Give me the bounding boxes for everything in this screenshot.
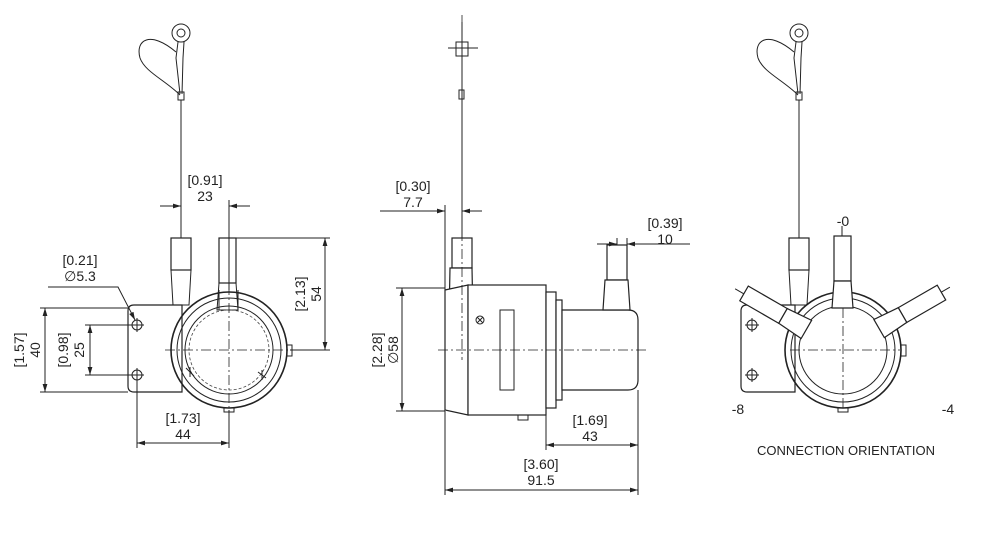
front-view: [0.91] 23 [0.21] ∅5.3 [2.13] 54 [1.57] 4… <box>11 23 330 448</box>
connector-position-top <box>831 226 854 309</box>
dim-cable-exit-offset-inch: [0.91] <box>187 172 222 188</box>
dim-flange-height: [1.57] 40 <box>11 307 128 393</box>
dim-height-mm: 54 <box>308 286 324 302</box>
dim-hole-spacing: [0.98] 25 <box>55 324 130 376</box>
dim-overall-length: [3.60] 91.5 <box>444 411 638 495</box>
dim-body-length-mm: 43 <box>582 428 598 444</box>
side-connector <box>602 244 631 311</box>
dim-cable-offset: [0.30] 7.7 <box>380 178 482 290</box>
dim-connector-offset-mm: 10 <box>657 231 673 247</box>
dim-body-length-inch: [1.69] <box>572 412 607 428</box>
connector-position-left <box>873 284 951 339</box>
dim-diameter: [2.28] ∅58 <box>369 287 445 412</box>
connector-lug <box>216 237 239 311</box>
cable-exit-sleeve <box>170 237 192 306</box>
dim-connector-offset: [0.39] 10 <box>597 215 690 247</box>
dim-cable-offset-mm: 7.7 <box>403 194 423 210</box>
dim-mount-hole: [0.21] ∅5.3 <box>48 252 136 321</box>
side-cable <box>448 22 478 238</box>
orientation-flange <box>740 304 796 393</box>
dim-hole-spacing-inch: [0.98] <box>55 332 71 367</box>
dim-hole-to-center-mm: 44 <box>175 426 191 442</box>
orientation-label-top: -0 <box>837 213 850 229</box>
dim-cable-offset-inch: [0.30] <box>395 178 430 194</box>
side-view: [0.30] 7.7 [0.39] 10 [2.28] ∅58 [1.69] 4… <box>369 15 690 495</box>
dim-diameter-mm: ∅58 <box>385 336 401 364</box>
orientation-caption: CONNECTION ORIENTATION <box>757 443 935 458</box>
orientation-label-right: -4 <box>942 401 955 417</box>
dim-height: [2.13] 54 <box>236 237 330 351</box>
dim-overall-length-mm: 91.5 <box>527 472 554 488</box>
housing-circles <box>165 285 300 420</box>
orientation-view: -0 -8 -4 CONNECTION ORIENTATION <box>732 23 955 458</box>
dim-mount-hole-mm: ∅5.3 <box>64 268 96 284</box>
mounting-flange <box>127 304 183 393</box>
connector-position-right <box>734 285 813 340</box>
dim-cable-exit-offset: [0.91] 23 <box>160 172 250 290</box>
dim-overall-length-inch: [3.60] <box>523 456 558 472</box>
dim-hole-to-center-inch: [1.73] <box>165 410 200 426</box>
dim-hole-spacing-mm: 25 <box>71 342 87 358</box>
dim-flange-height-mm: 40 <box>27 342 43 358</box>
dim-hole-to-center: [1.73] 44 <box>136 380 230 448</box>
dim-diameter-inch: [2.28] <box>369 332 385 367</box>
orientation-label-left: -8 <box>732 401 745 417</box>
dim-height-inch: [2.13] <box>292 276 308 311</box>
orientation-cable <box>756 23 810 306</box>
dim-flange-height-inch: [1.57] <box>11 332 27 367</box>
dim-cable-exit-offset-mm: 23 <box>197 188 213 204</box>
dim-connector-offset-inch: [0.39] <box>647 215 682 231</box>
dim-body-length: [1.69] 43 <box>545 390 639 495</box>
dim-mount-hole-inch: [0.21] <box>62 252 97 268</box>
